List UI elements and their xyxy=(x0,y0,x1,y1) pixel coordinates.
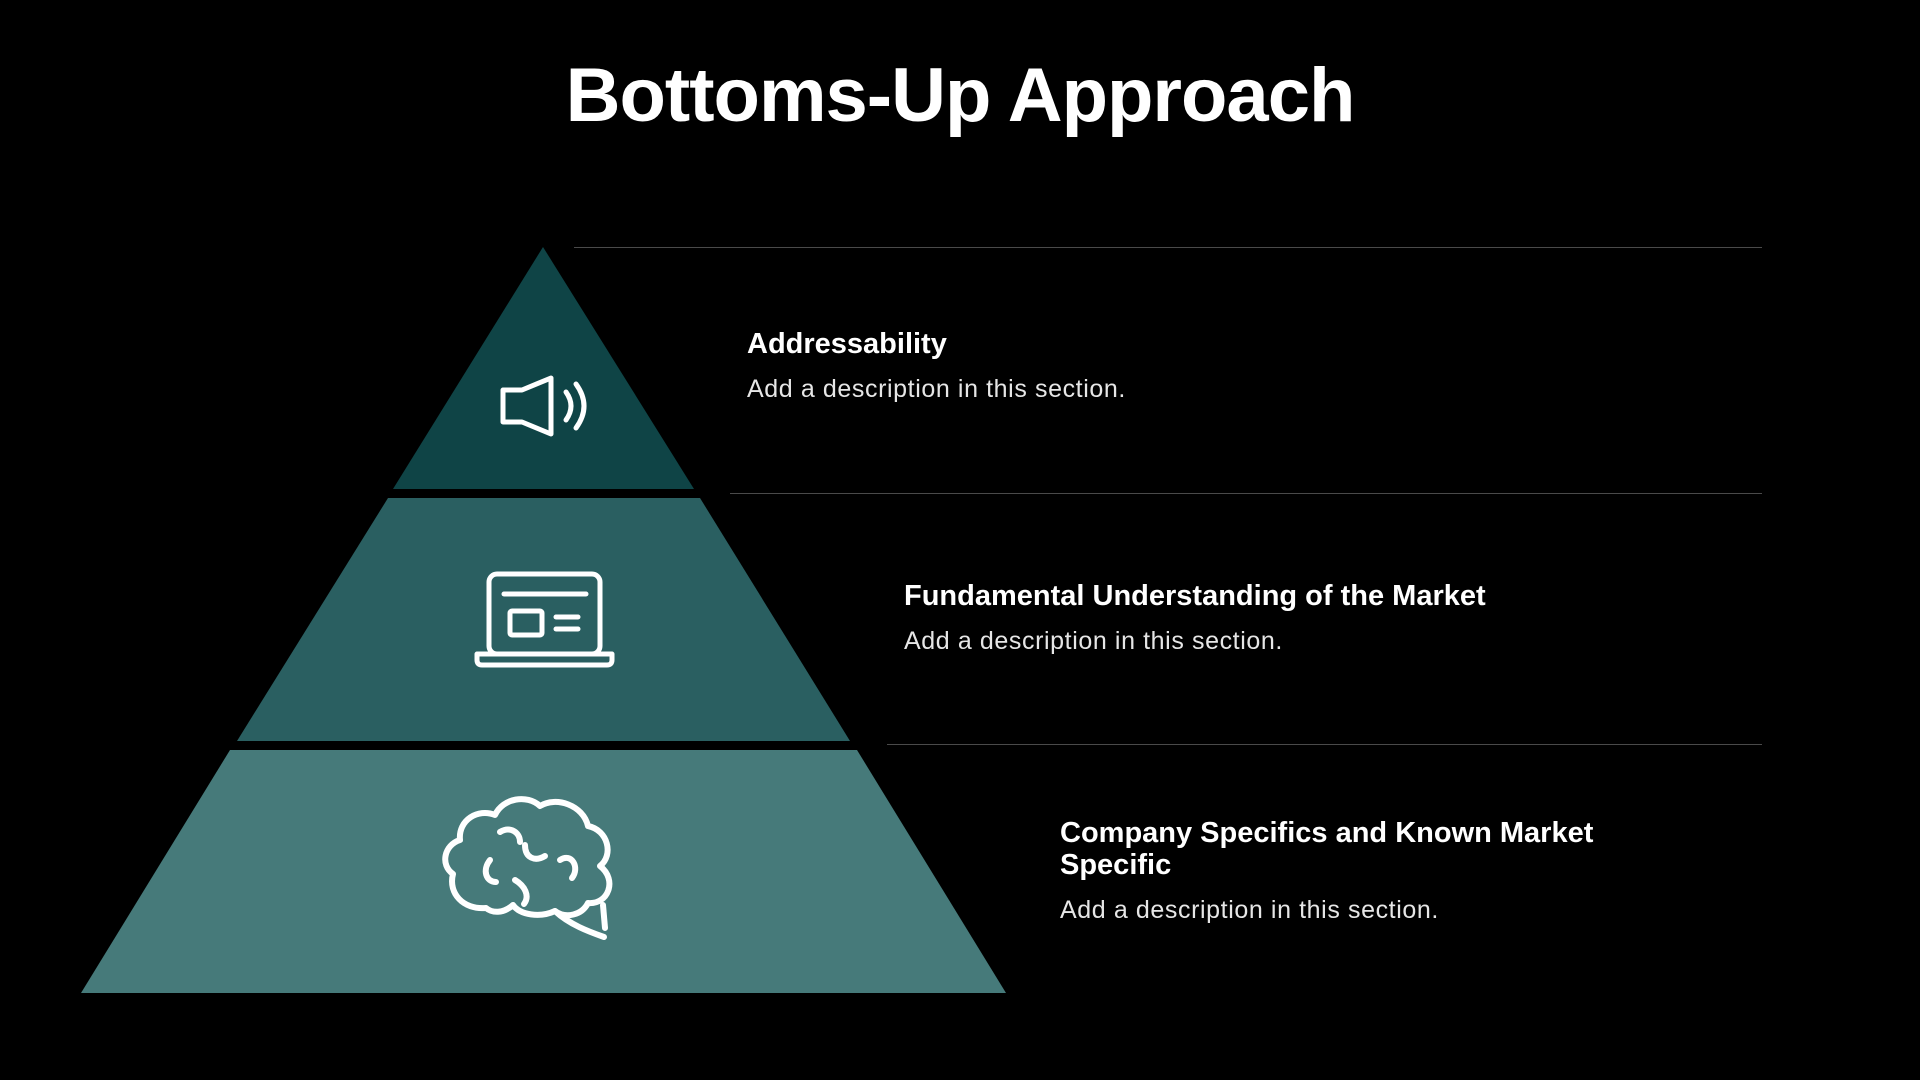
tier-item-company-specifics: Company Specifics and Known Market Speci… xyxy=(1060,817,1670,925)
tier-item-fundamental-understanding: Fundamental Understanding of the Market … xyxy=(904,580,1704,656)
divider-middle xyxy=(730,493,1762,494)
tier-title: Company Specifics and Known Market Speci… xyxy=(1060,817,1594,881)
tier-description: Add a description in this section. xyxy=(747,375,1126,403)
slide-title: Bottoms-Up Approach xyxy=(565,53,1356,138)
tier-description: Add a description in this section. xyxy=(1060,896,1439,924)
tier-description: Add a description in this section. xyxy=(904,627,1283,655)
divider-top xyxy=(574,247,1762,248)
pyramid-tier-top xyxy=(393,247,694,489)
laptop-icon xyxy=(474,571,615,668)
megaphone-icon xyxy=(500,375,587,437)
tier-title: Addressability xyxy=(747,328,947,360)
tier-title: Fundamental Understanding of the Market xyxy=(904,580,1486,612)
brain-icon xyxy=(442,796,613,940)
divider-bottom xyxy=(887,744,1762,745)
pyramid-tier-bottom xyxy=(81,750,1006,993)
tier-item-addressability: Addressability Add a description in this… xyxy=(747,328,1647,404)
